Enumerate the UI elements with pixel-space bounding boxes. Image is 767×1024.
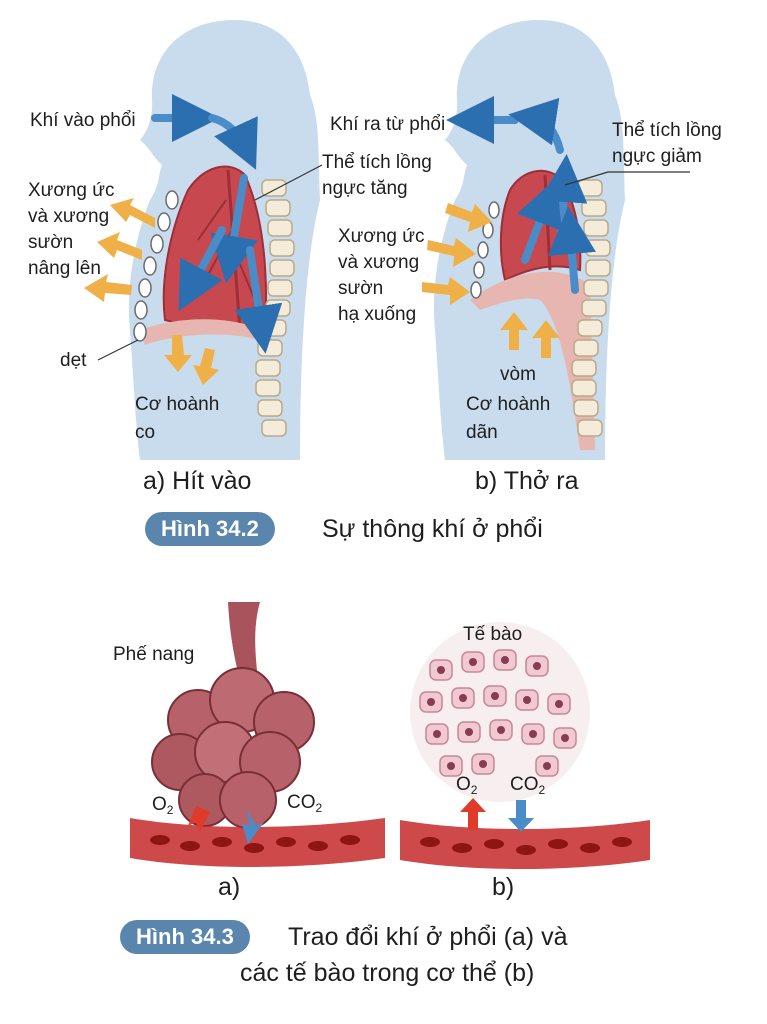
inhale-air-in-label: Khí vào phổi xyxy=(30,110,136,131)
inhale-diaphragm-label-2: co xyxy=(135,422,156,443)
gas-arrows-a xyxy=(188,806,264,844)
inhale-sternum-ribs xyxy=(133,190,179,342)
exhale-air-out-label: Khí ra từ phổi xyxy=(330,114,446,135)
red-blood-cells-a xyxy=(150,835,360,853)
exhale-diaphragm-label-2: dãn xyxy=(466,422,498,443)
exhale-volume-label-2: ngực giảm xyxy=(612,146,702,167)
exhale-dome-label: vòm xyxy=(500,364,536,385)
figure-343-title-line-1: Trao đổi khí ở phổi (a) và xyxy=(288,923,568,951)
inhale-diaphragm-label-1: Cơ hoành xyxy=(135,394,220,415)
figure-343-title-line-2: các tế bào trong cơ thể (b) xyxy=(240,959,535,987)
exhale-ribs-label-4: hạ xuống xyxy=(338,304,417,325)
cell-nuclei xyxy=(427,656,569,770)
exhale-orange-arrows xyxy=(422,203,560,358)
inhale-air-arrows xyxy=(151,94,283,354)
inhale-orange-arrows xyxy=(84,198,219,385)
exhale-ribs-label-2: và xương xyxy=(338,252,420,273)
red-blood-cells-b xyxy=(420,837,632,855)
gas-arrows-b xyxy=(460,798,534,832)
exhale-diaphragm xyxy=(470,271,595,450)
exhale-air-arrows xyxy=(446,96,596,294)
blood-vessel-a xyxy=(130,818,385,867)
alveoli-co2-label: CO2 xyxy=(287,792,323,815)
alveoli-caption: a) xyxy=(218,873,241,901)
cells-o2-label: O2 xyxy=(456,774,478,797)
exhale-diaphragm-label-1: Cơ hoành xyxy=(466,394,551,415)
inhale-flat-label: dẹt xyxy=(60,350,87,371)
exhale-ribs-label-1: Xương ức xyxy=(338,226,425,247)
exhale-ribs-label-3: sườn xyxy=(338,278,384,299)
cells-caption: b) xyxy=(492,873,515,901)
exhale-sternum-ribs xyxy=(470,201,500,299)
inhale-volume-label-2: ngực tăng xyxy=(322,178,408,199)
alveoli-label: Phế nang xyxy=(113,644,195,665)
bronchiole xyxy=(228,602,260,680)
figure-343-badge: Hình 34.3 xyxy=(120,920,250,954)
inhale-ribs-label-4: nâng lên xyxy=(28,258,101,279)
inhale-ribs-label-2: và xương xyxy=(28,206,110,227)
figure-342-title: Sự thông khí ở phổi xyxy=(322,515,543,543)
inhale-ribs-label-1: Xương ức xyxy=(28,180,115,201)
blood-vessel-b xyxy=(400,820,650,869)
cells-label: Tế bào xyxy=(463,624,523,645)
exhale-volume-label-1: Thể tích lồng xyxy=(612,120,722,141)
figure-342-badge: Hình 34.2 xyxy=(145,512,275,546)
alveoli-o2-label: O2 xyxy=(152,794,174,817)
cells-co2-label: CO2 xyxy=(510,774,546,797)
exhale-caption: b) Thở ra xyxy=(475,467,579,495)
inhale-volume-label-1: Thể tích lồng xyxy=(322,152,432,173)
alveoli-cluster xyxy=(151,667,315,829)
inhale-ribs-label-3: sườn xyxy=(28,232,74,253)
leader-lines xyxy=(97,164,690,361)
inhale-caption: a) Hít vào xyxy=(143,467,252,495)
